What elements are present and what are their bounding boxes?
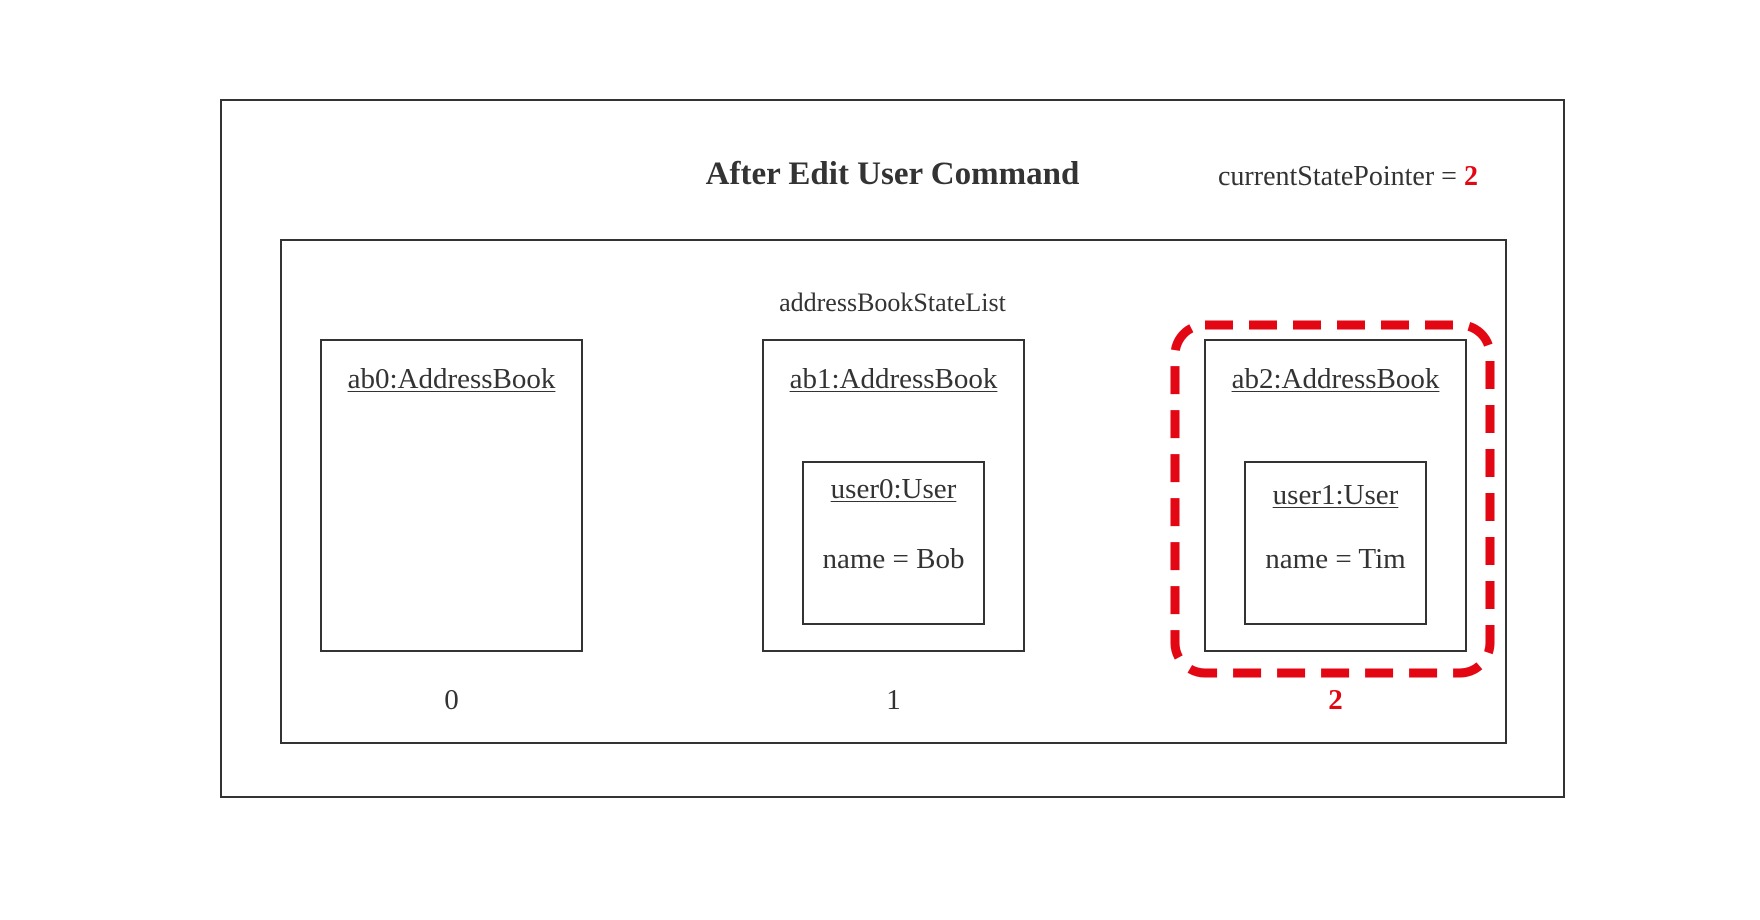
diagram-frame xyxy=(220,99,1565,798)
current-state-pointer: currentStatePointer = 2 xyxy=(1218,159,1478,195)
address-book-state-2: ab2:AddressBook user1:User name = Tim xyxy=(1204,339,1467,652)
state-list-label: addressBookStateList xyxy=(779,288,1006,317)
address-book-state-0: ab0:AddressBook xyxy=(320,339,583,652)
state-index-1: 1 xyxy=(886,684,901,716)
current-state-highlight xyxy=(1170,320,1495,678)
address-book-label: ab0:AddressBook xyxy=(347,363,556,395)
current-state-highlight-border xyxy=(1170,320,1495,678)
pointer-label: currentStatePointer = xyxy=(1218,161,1464,192)
user-attribute: name = Tim xyxy=(1265,543,1406,575)
user-object: user1:User name = Tim xyxy=(1244,461,1427,625)
diagram-title: After Edit User Command xyxy=(705,156,1080,192)
pointer-value: 2 xyxy=(1463,161,1478,192)
user-label: user0:User xyxy=(830,473,957,505)
address-book-label: ab1:AddressBook xyxy=(789,363,998,395)
state-list-frame xyxy=(280,239,1507,744)
state-index-2: 2 xyxy=(1328,684,1343,716)
state-index-0: 0 xyxy=(444,684,459,716)
address-book-label: ab2:AddressBook xyxy=(1231,363,1440,395)
user-object: user0:User name = Bob xyxy=(802,461,985,625)
user-label: user1:User xyxy=(1272,479,1399,511)
address-book-state-1: ab1:AddressBook user0:User name = Bob xyxy=(762,339,1025,652)
user-attribute: name = Bob xyxy=(822,543,965,575)
